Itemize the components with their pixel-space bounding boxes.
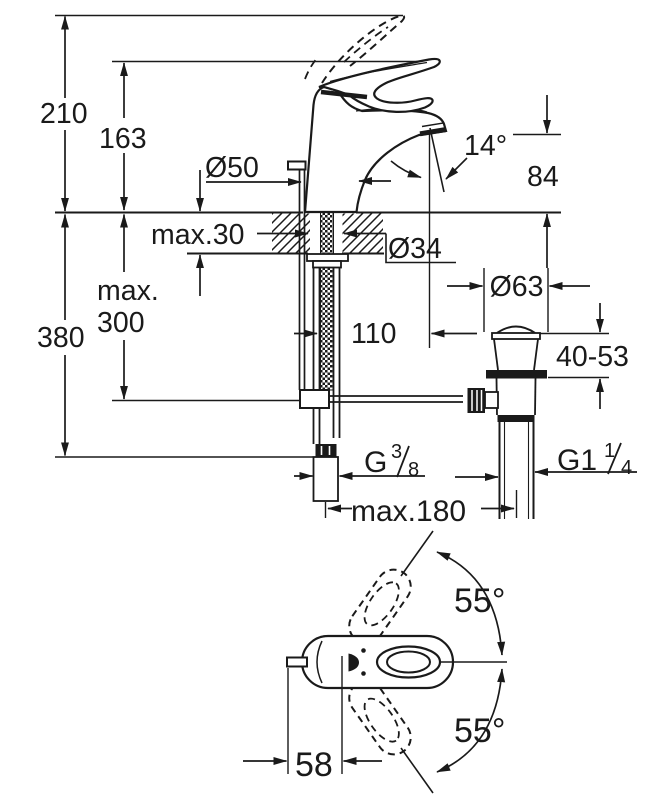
handle-slot [320, 89, 368, 100]
handle-raised-dashed [304, 14, 406, 84]
label-hose-length: 380 [37, 322, 85, 354]
label-spout-angle: 14° [464, 130, 507, 162]
linkage-stub [484, 391, 499, 409]
label-swivel-down: 55° [454, 712, 505, 750]
supply-thread-pipe [312, 456, 339, 502]
supply-thread-numerator: 3 [391, 441, 402, 463]
waste-thread-numerator: 1 [604, 440, 615, 462]
label-waste-flange-diameter: Ø63 [490, 271, 544, 303]
cartridge-mark [348, 653, 359, 672]
waste-lower-ring [497, 415, 535, 422]
label-supply-thread: G 3 8 [364, 441, 419, 481]
supply-thread-denominator: 8 [408, 459, 419, 481]
supply-thread-slash [396, 445, 410, 478]
label-deck-thickness: max.30 [151, 219, 244, 251]
faucet-top-view [243, 530, 507, 794]
supply-thread-prefix: G [364, 446, 387, 479]
label-hose-reach-1: max. [97, 275, 159, 307]
label-hose-reach-2: 300 [97, 307, 145, 339]
label-spout-outlet-height: 84 [527, 161, 559, 193]
waste-thread-prefix: G1 [557, 444, 597, 477]
mounting-nut [306, 253, 349, 262]
pull-rod-knob-top [286, 656, 308, 668]
pull-rod-knob [287, 160, 307, 171]
label-swivel-up: 55° [454, 582, 505, 620]
label-base-diameter: Ø50 [205, 152, 259, 184]
reference-lines [55, 14, 561, 458]
rod-clamp [299, 389, 330, 409]
waste-cap [496, 325, 536, 334]
label-height-overall: 210 [40, 98, 88, 130]
handle-lever [318, 57, 441, 113]
faucet-side-view [287, 14, 448, 214]
waste-thread-denominator: 4 [621, 457, 632, 479]
label-install-width: max.180 [351, 495, 466, 528]
dimension-lines [61, 15, 637, 518]
pop-up-waste [467, 325, 547, 519]
aerator [419, 127, 446, 137]
threaded-shank-rod [320, 211, 334, 391]
spout-angle-annotation [390, 127, 468, 348]
label-hole-diameter: Ø34 [388, 233, 442, 265]
waste-seal-ring [486, 370, 547, 379]
label-waste-thread: G1 1 4 [557, 440, 632, 479]
dimension-labels: 210 163 Ø50 14° 84 max.30 Ø34 max. 300 3… [37, 98, 632, 784]
label-basin-thickness-range: 40-53 [556, 341, 629, 373]
label-spout-reach: 110 [351, 318, 396, 350]
handle-ring-inner [386, 650, 431, 674]
label-height-to-handle: 163 [99, 123, 147, 155]
mounting-washer [312, 260, 342, 269]
label-handle-offset: 58 [295, 746, 333, 784]
supply-connection-nut [315, 444, 337, 457]
waste-thread-slash [607, 442, 622, 475]
